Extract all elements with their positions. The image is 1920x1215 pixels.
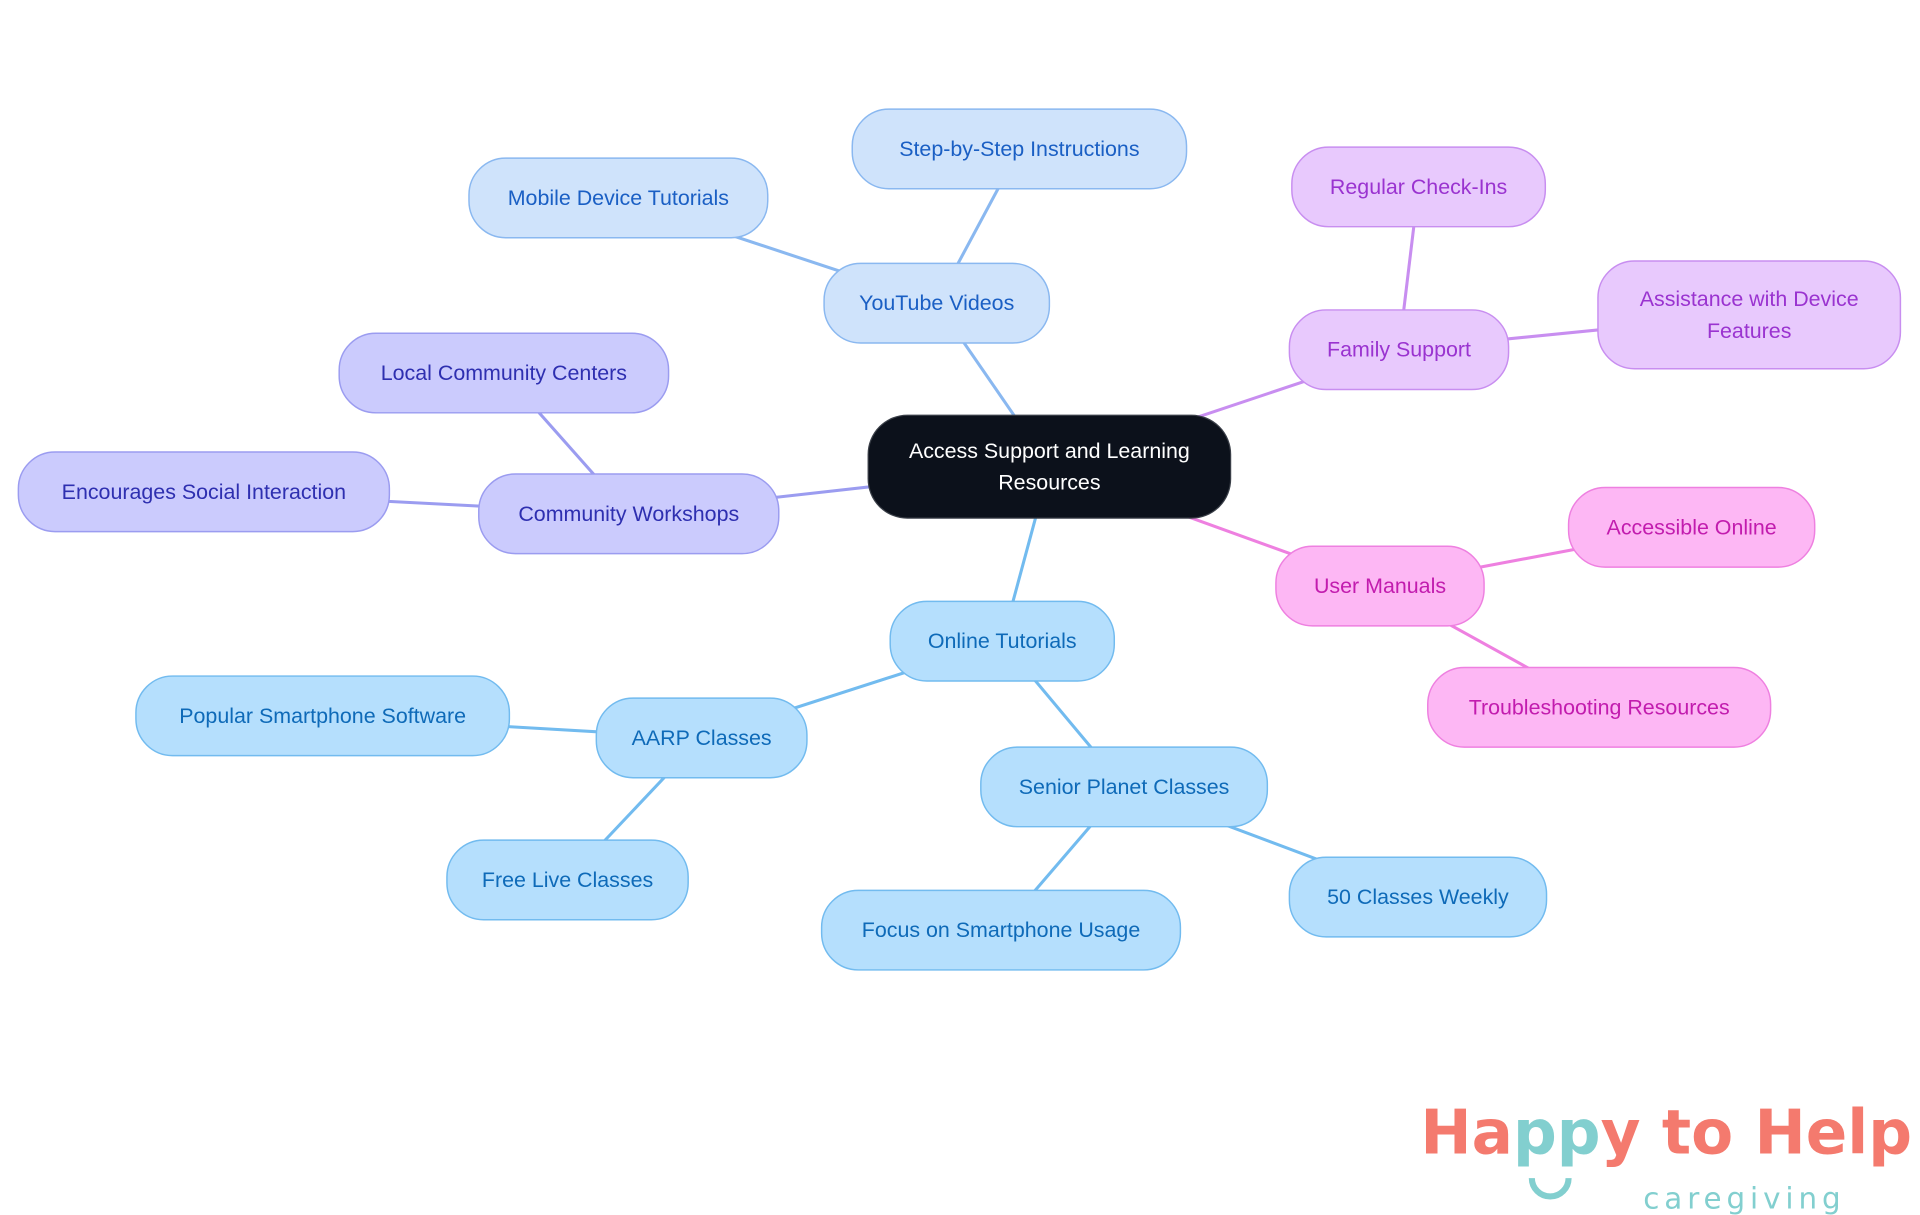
node-box [889,600,1116,682]
root-node[interactable]: Access Support and Learning Resources [867,414,1232,519]
nodes: YouTube Videos Step-by-Step InstructionsM… [17,108,1902,971]
node-online[interactable]: Online Tutorials [889,600,1116,682]
node-box [1567,486,1816,568]
node-box [595,697,808,779]
node-label: Family Support [1327,338,1471,362]
node-family[interactable]: Family Support [1288,309,1510,391]
node-box [1427,666,1772,748]
node-label: Features [1707,319,1791,343]
smile-icon [1528,1177,1572,1200]
node-checkins[interactable]: Regular Check-Ins [1291,146,1547,228]
node-label: Focus on Smartphone Usage [862,918,1140,942]
node-label: Mobile Device Tutorials [508,186,729,210]
node-label: Free Live Classes [482,868,653,892]
node-box [135,675,511,757]
node-box [446,839,689,921]
node-label: Popular Smartphone Software [179,704,466,728]
node-box [338,332,670,414]
node-label: Regular Check-Ins [1330,175,1507,199]
node-workshops[interactable]: Community Workshops [478,473,780,555]
node-box [478,473,780,555]
node-seniorplanet[interactable]: Senior Planet Classes [980,746,1269,828]
node-box [17,451,391,533]
node-label: Accessible Online [1607,515,1777,539]
node-box [1275,545,1485,627]
node-box [1291,146,1547,228]
node-localcenters[interactable]: Local Community Centers [338,332,670,414]
node-label: Senior Planet Classes [1019,775,1230,799]
node-box [1288,309,1510,391]
node-label: Troubleshooting Resources [1469,695,1730,719]
node-stepbystep[interactable]: Step-by-Step Instructions [851,108,1188,190]
root-label-line1: Access Support and Learning [909,439,1190,463]
node-box [1597,260,1902,370]
node-social[interactable]: Encourages Social Interaction [17,451,391,533]
logo: Happy to Help caregiving [1420,1098,1912,1215]
node-box [851,108,1188,190]
node-box [980,746,1269,828]
node-label: User Manuals [1314,574,1446,598]
node-label: YouTube Videos [859,291,1014,315]
node-troubleshoot[interactable]: Troubleshooting Resources [1427,666,1772,748]
node-box [823,262,1051,344]
root-label-line2: Resources [998,471,1100,495]
node-freelive[interactable]: Free Live Classes [446,839,689,921]
node-fifty[interactable]: 50 Classes Weekly [1288,856,1548,938]
node-label: Local Community Centers [381,361,627,385]
node-accessible[interactable]: Accessible Online [1567,486,1816,568]
node-manuals[interactable]: User Manuals [1275,545,1485,627]
node-label: Step-by-Step Instructions [899,137,1139,161]
node-box [1288,856,1548,938]
node-label: Encourages Social Interaction [62,480,346,504]
node-mobile[interactable]: Mobile Device Tutorials [468,157,769,239]
node-label: 50 Classes Weekly [1327,885,1509,909]
node-label: Online Tutorials [928,629,1077,653]
node-popular[interactable]: Popular Smartphone Software [135,675,511,757]
node-box [468,157,769,239]
node-label: Assistance with Device [1640,287,1859,311]
logo-text: Happy to Help [1420,1098,1912,1169]
node-label: Community Workshops [518,502,739,526]
node-aarp[interactable]: AARP Classes [595,697,808,779]
node-youtube[interactable]: YouTube Videos [823,262,1051,344]
logo-subtitle: caregiving [1643,1182,1845,1215]
node-box [820,889,1182,971]
node-focus[interactable]: Focus on Smartphone Usage [820,889,1182,971]
node-label: AARP Classes [632,726,772,750]
